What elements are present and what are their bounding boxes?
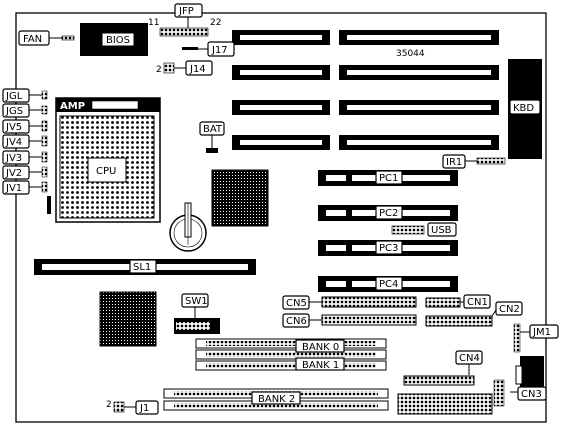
svg-text:CN4: CN4 [459, 353, 480, 364]
bank1-slots: BANK 1 [195, 357, 387, 371]
svg-text:PC2: PC2 [379, 208, 398, 219]
svg-text:J14: J14 [189, 64, 206, 75]
jv5-jumper: JV5 [2, 119, 48, 134]
jv2-jumper: JV2 [2, 165, 48, 180]
svg-text:JV5: JV5 [5, 122, 22, 133]
left-edge-header [47, 196, 51, 214]
svg-text:11: 11 [148, 18, 159, 28]
jgl-jumper: JGL [2, 88, 48, 103]
svg-text:BAT: BAT [203, 124, 223, 135]
jfp-header: JFP 11 22 [148, 3, 221, 37]
svg-text:JV2: JV2 [5, 168, 22, 179]
svg-text:CN6: CN6 [286, 316, 307, 327]
j1-callout: 2 J1 [106, 400, 159, 415]
pci-slot-3: PC3 [318, 240, 458, 256]
svg-text:USB: USB [431, 225, 452, 236]
pci-slot-4: PC4 [318, 276, 458, 292]
fan-callout: FAN [18, 30, 75, 46]
jv3-jumper: JV3 [2, 150, 48, 165]
svg-text:SW1: SW1 [185, 296, 208, 307]
svg-text:PC1: PC1 [379, 173, 398, 184]
svg-text:CN1: CN1 [467, 297, 488, 308]
cpu-label: CPU [96, 166, 116, 177]
svg-text:JV1: JV1 [5, 183, 22, 194]
svg-text:22: 22 [210, 18, 221, 28]
kbd-connector: KBD [508, 59, 542, 159]
svg-text:JV3: JV3 [5, 153, 22, 164]
svg-text:PC3: PC3 [379, 243, 398, 254]
svg-text:JFP: JFP [178, 6, 194, 17]
sl1-slot: SL1 [34, 259, 256, 275]
svg-text:CN2: CN2 [499, 304, 520, 315]
j17-callout: J17 [182, 41, 235, 57]
cpu-socket: AMP CPU [55, 97, 161, 223]
svg-text:IR1: IR1 [446, 157, 462, 168]
ir1-callout: IR1 [442, 154, 506, 169]
cn6-connector: CN6 [282, 313, 417, 328]
svg-text:CN5: CN5 [286, 298, 307, 309]
svg-text:KBD: KBD [513, 103, 534, 114]
isa-slots [232, 30, 499, 150]
chipset-north [211, 169, 269, 227]
usb-callout: USB [391, 222, 457, 237]
svg-text:J17: J17 [211, 45, 228, 56]
bank0-slots: BANK 0 [195, 338, 387, 360]
svg-text:BANK 2: BANK 2 [258, 394, 295, 405]
bios-label: BIOS [106, 35, 130, 46]
svg-text:BANK 1: BANK 1 [302, 360, 339, 371]
jv4-jumper: JV4 [2, 134, 48, 149]
board-id: 35044 [396, 49, 425, 59]
cn4-connector: CN4 [403, 350, 483, 386]
cn1-connector: CN1 [425, 294, 491, 309]
cn3-connector: CN3 [493, 356, 547, 407]
jm1-jumper: JM1 [513, 323, 559, 353]
svg-text:SL1: SL1 [133, 262, 151, 273]
j14-callout: 2 J14 [156, 60, 213, 76]
bank2-slots: BANK 2 [163, 388, 389, 411]
jgs-jumper: JGS [2, 103, 48, 118]
power-connector [397, 393, 493, 415]
chipset-south [99, 291, 157, 347]
svg-text:2: 2 [156, 65, 162, 75]
svg-text:BANK 0: BANK 0 [302, 342, 339, 353]
pci-slot-2: PC2 [318, 205, 458, 221]
pci-slot-1: PC1 [318, 170, 458, 186]
svg-text:2: 2 [106, 400, 112, 410]
svg-text:CN3: CN3 [521, 389, 542, 400]
battery [169, 202, 207, 252]
cn5-connector: CN5 [282, 295, 417, 310]
svg-text:JGL: JGL [5, 91, 23, 102]
amp-label: AMP [60, 101, 85, 112]
svg-text:PC4: PC4 [379, 279, 398, 290]
svg-text:FAN: FAN [23, 34, 42, 45]
svg-text:JV4: JV4 [5, 137, 22, 148]
jv1-jumper: JV1 [2, 180, 48, 195]
svg-text:J1: J1 [139, 403, 149, 414]
bat-callout: BAT [199, 121, 225, 153]
cn2-connector: CN2 [425, 301, 523, 327]
sw1-switch: SW1 [174, 293, 220, 334]
svg-text:JM1: JM1 [532, 327, 551, 338]
svg-text:JGS: JGS [5, 106, 23, 117]
